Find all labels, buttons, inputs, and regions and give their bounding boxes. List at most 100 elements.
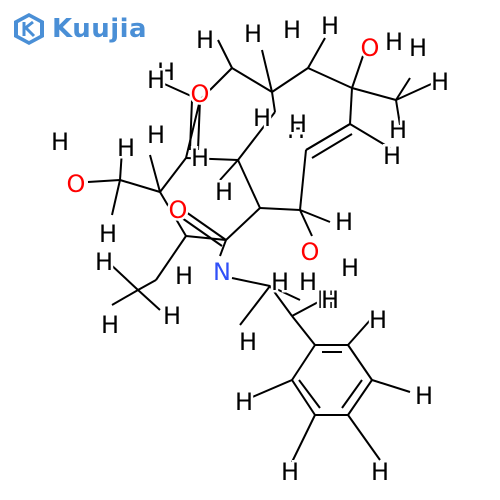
atom-label-h: H [287, 116, 305, 144]
bond-line [149, 154, 161, 193]
atom-label-h: H [51, 128, 69, 156]
atom-label-h: H [341, 254, 359, 282]
atom-label-h: H [335, 208, 353, 236]
bond-line [237, 159, 261, 209]
bond-line [305, 123, 351, 151]
bond-line [269, 285, 301, 301]
bond-line [298, 379, 321, 409]
atom-label-h: H [299, 268, 317, 296]
bond-line [189, 99, 193, 151]
atom-label-h: H [317, 286, 335, 314]
atom-label-h: H [235, 388, 253, 416]
bond-line [291, 299, 323, 317]
bond-line [347, 414, 381, 461]
bond-line [271, 67, 309, 93]
bond-line [395, 99, 401, 126]
bond-line [217, 39, 233, 69]
bond-line [137, 279, 157, 291]
bond-line [291, 344, 316, 381]
atom-label-h: H [271, 268, 289, 296]
bond-line [351, 87, 397, 101]
atom-label-h: H [431, 68, 449, 96]
bond-line [259, 207, 301, 211]
atom-label-h: H [385, 28, 403, 56]
atom-label-h: H [415, 382, 433, 410]
atom-label-h: H [163, 302, 181, 330]
atom-label-n: N [213, 258, 231, 286]
bond-line [347, 344, 373, 381]
bond-line [291, 315, 316, 346]
bond-line [349, 87, 353, 125]
atom-label-o: O [361, 34, 380, 62]
bond-line [239, 285, 271, 326]
atom-label-h: H [95, 248, 113, 276]
bond-line [237, 111, 276, 161]
bond-line [185, 235, 227, 241]
bond-line [311, 133, 353, 159]
atom-label-h: H [244, 20, 262, 48]
bond-line [155, 235, 187, 281]
atom-label-h: H [147, 66, 165, 94]
bond-line [185, 157, 239, 161]
atom-label-h: H [239, 328, 257, 356]
atom-label-h: H [383, 142, 401, 170]
atom-label-h: H [389, 116, 407, 144]
atom-label-h: H [281, 458, 299, 486]
bond-line [219, 159, 239, 181]
bond-line [199, 67, 233, 101]
atom-label-h: H [409, 34, 427, 62]
bond-line [249, 379, 293, 399]
bond-line [219, 239, 227, 257]
brand-logo: Kuujia [12, 12, 147, 46]
bond-line [111, 289, 139, 306]
bond-line [299, 209, 331, 223]
bond-lines [87, 37, 441, 463]
atom-label-h: H [101, 311, 119, 339]
atom-label-h: H [191, 144, 209, 172]
bond-line [299, 149, 307, 211]
bond-line [349, 123, 391, 149]
bond-line [351, 49, 366, 89]
atom-label-o: O [67, 170, 86, 198]
bond-line [159, 191, 187, 237]
atom-label-h: H [117, 134, 135, 162]
bond-line [225, 207, 261, 241]
bond-line [371, 379, 411, 393]
bond-line [307, 67, 353, 89]
bond-line [307, 37, 326, 69]
bond-line [261, 49, 273, 93]
bond-line [197, 99, 201, 151]
bond-line [291, 379, 316, 416]
atom-label-o: O [169, 196, 188, 224]
atom-label-h: H [321, 12, 339, 40]
bond-line [291, 414, 316, 463]
bond-line [159, 157, 187, 193]
atom-label-h: H [147, 121, 165, 149]
atom-label-h: H [163, 302, 181, 330]
bond-line [137, 289, 161, 311]
atom-label-h: H [283, 16, 301, 44]
bond-line [119, 179, 161, 193]
bond-line [185, 99, 201, 159]
bond-line [107, 261, 139, 291]
atom-label-h: H [289, 110, 307, 138]
bond-line [231, 277, 271, 287]
atom-label-h: H [253, 104, 271, 132]
bond-line [87, 179, 121, 183]
atom-label-h: H [369, 306, 387, 334]
bond-line [119, 149, 123, 181]
bond-line [269, 285, 293, 317]
kuujia-logo-icon [14, 13, 44, 45]
bond-line [395, 79, 441, 101]
bond-line [181, 217, 223, 247]
atom-label-o: O [301, 238, 320, 266]
atom-label-h: H [99, 220, 117, 248]
atom-label-h: H [175, 262, 193, 290]
bond-line [185, 211, 227, 241]
atom-label-h: H [215, 178, 233, 206]
bond-line [159, 81, 201, 101]
bond-line [299, 209, 313, 237]
